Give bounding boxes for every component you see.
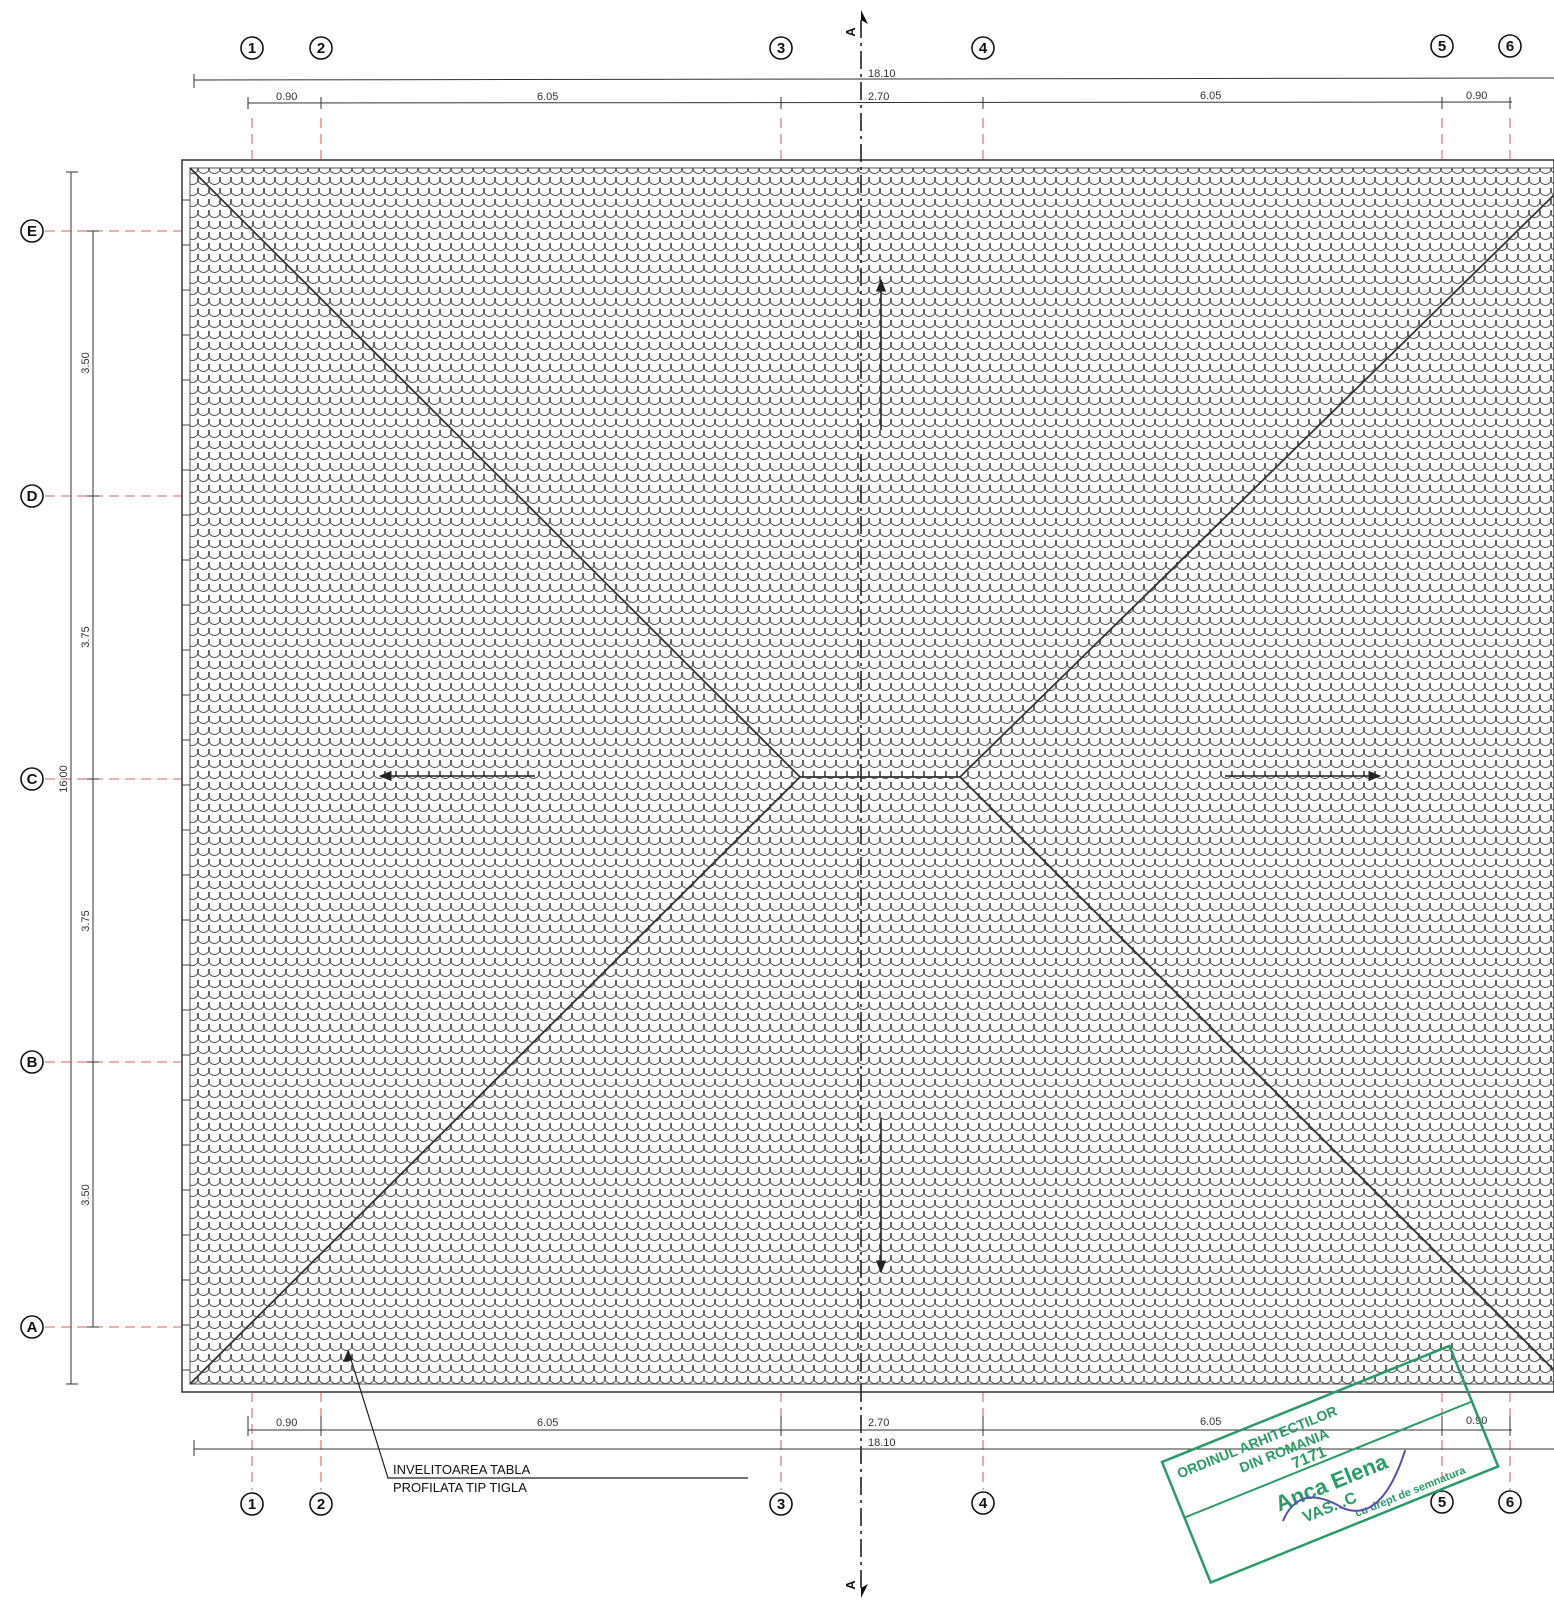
axis-bubbles-left xyxy=(20,219,44,1339)
top-dimensions xyxy=(193,74,1554,109)
dim-top-total: 18.10 xyxy=(868,68,896,80)
axis-label-3-top: 3 xyxy=(777,40,785,57)
axis-label-6-bottom: 6 xyxy=(1506,1494,1514,1511)
dim-left-seg-1: 3.50 xyxy=(80,352,92,373)
dim-bottom-total: 18.10 xyxy=(868,1437,896,1449)
axis-label-C: C xyxy=(27,771,38,788)
dim-bottom-seg-1: 0.90 xyxy=(276,1417,297,1429)
axis-label-6-top: 6 xyxy=(1506,38,1514,55)
axis-label-1-bottom: 1 xyxy=(248,1496,256,1513)
dim-top-seg-5: 0.90 xyxy=(1466,90,1487,102)
dim-bottom-seg-2: 6.05 xyxy=(537,1417,558,1429)
dim-top-seg-1: 0.90 xyxy=(276,91,297,103)
dim-top-seg-3: 2.70 xyxy=(868,91,889,103)
annotation-line-1: INVELITOAREA TABLA xyxy=(393,1462,531,1477)
dim-left-seg-3: 3.75 xyxy=(80,910,92,931)
section-marker-top: A xyxy=(843,27,858,37)
section-marker-bottom: A xyxy=(843,1580,858,1590)
top-dimension-labels: 18.10 0.90 6.05 2.70 6.05 0.90 xyxy=(276,68,1487,103)
slope-arrows xyxy=(378,278,1382,1274)
dim-left-seg-4: 3.50 xyxy=(80,1184,92,1205)
dim-bottom-seg-4: 6.05 xyxy=(1200,1416,1221,1428)
dim-top-seg-2: 6.05 xyxy=(537,91,558,103)
axis-bubbles-bottom xyxy=(240,1490,1522,1516)
left-dimension-labels: 16.00 3.50 3.75 3.75 3.50 xyxy=(58,352,92,1205)
axis-label-3-bottom: 3 xyxy=(777,1496,785,1513)
bottom-dimension-labels: 0.90 6.05 2.70 6.05 0.90 18.10 xyxy=(276,1415,1487,1449)
grid-axis-lines xyxy=(45,118,1511,1490)
axis-label-4-top: 4 xyxy=(979,40,988,57)
axis-label-E: E xyxy=(27,223,37,240)
axis-label-1-top: 1 xyxy=(248,40,256,57)
bottom-dimensions xyxy=(193,1416,1554,1456)
annotation-line-2: PROFILATA TIP TIGLA xyxy=(393,1480,527,1495)
dim-left-total: 16.00 xyxy=(58,765,70,793)
axis-label-4-bottom: 4 xyxy=(979,1495,988,1512)
dim-bottom-seg-3: 2.70 xyxy=(868,1417,889,1429)
axis-label-2-top: 2 xyxy=(317,40,325,57)
axis-label-2-bottom: 2 xyxy=(317,1496,325,1513)
axis-bubbles-top xyxy=(240,34,1522,60)
axis-label-B: B xyxy=(27,1054,38,1071)
axis-label-5-top: 5 xyxy=(1438,38,1446,55)
hip-lines xyxy=(189,167,1554,1385)
material-annotation: INVELITOAREA TABLA PROFILATA TIP TIGLA xyxy=(343,1349,748,1495)
axis-label-5-bottom: 5 xyxy=(1438,1494,1446,1511)
axis-label-A: A xyxy=(27,1319,38,1336)
dim-top-seg-4: 6.05 xyxy=(1200,90,1221,102)
left-dimensions xyxy=(66,171,99,1385)
dim-left-seg-2: 3.75 xyxy=(80,626,92,647)
dim-bottom-seg-5: 0.90 xyxy=(1466,1415,1487,1427)
signature-mark xyxy=(1281,1449,1407,1522)
axis-label-D: D xyxy=(27,488,38,505)
section-cut-line: A A xyxy=(843,10,868,1598)
